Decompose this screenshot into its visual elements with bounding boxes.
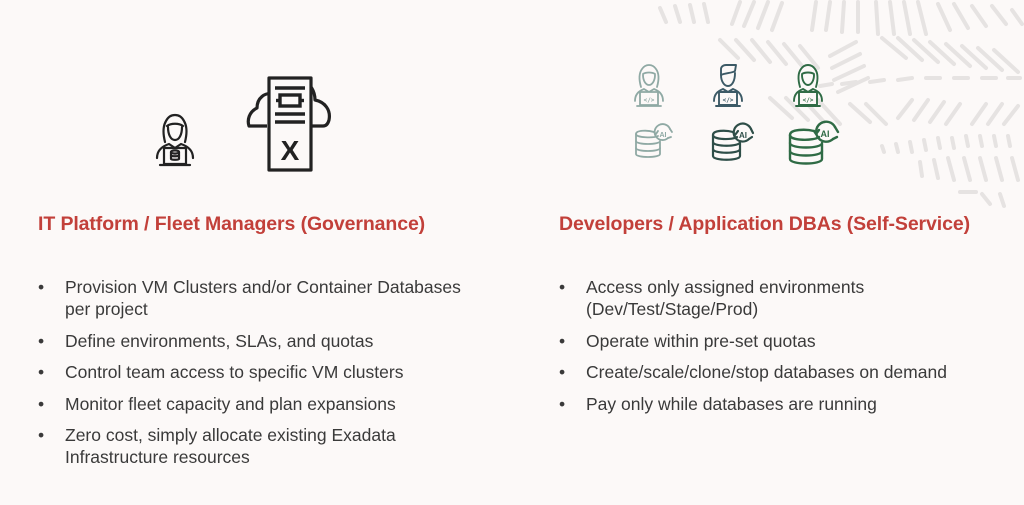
- list-item: •Create/scale/clone/stop databases on de…: [559, 362, 947, 382]
- list-item: •Define environments, SLAs, and quotas: [38, 330, 374, 351]
- list-item: •Zero cost, simply allocate existing Exa…: [38, 425, 396, 467]
- ai-database-icon: AI: [788, 120, 840, 165]
- svg-text:AI: AI: [821, 129, 830, 139]
- bullet-icon: •: [38, 362, 45, 382]
- bullet-icon: •: [559, 277, 566, 297]
- cloud-exadata-server-icon: X: [246, 76, 331, 172]
- ai-database-icon: AI: [711, 122, 755, 161]
- bullet-icon: •: [38, 330, 45, 351]
- list-item: •Access only assigned environments (Dev/…: [559, 277, 865, 319]
- list-item: •Operate within pre-set quotas: [559, 330, 816, 351]
- svg-text:AI: AI: [660, 132, 667, 139]
- list-item: •Control team access to specific VM clus…: [38, 362, 404, 382]
- list-item: •Pay only while databases are running: [559, 393, 877, 414]
- developer-woman-icon: </>: [634, 64, 664, 107]
- svg-text:</>: </>: [803, 97, 814, 104]
- svg-text:</>: </>: [723, 97, 734, 104]
- developer-man-icon: </>: [713, 64, 743, 107]
- bullet-icon: •: [38, 277, 45, 297]
- dba-person-database-icon: [155, 113, 195, 167]
- bullet-icon: •: [38, 393, 45, 414]
- bullet-icon: •: [559, 330, 566, 351]
- governance-bullet-list: •Provision VM Clusters and/or Container …: [38, 276, 465, 478]
- list-item: •Provision VM Clusters and/or Container …: [38, 277, 461, 319]
- developer-woman-icon: </>: [793, 64, 823, 107]
- self-service-heading: Developers / Application DBAs (Self-Serv…: [559, 213, 970, 235]
- svg-text:</>: </>: [644, 97, 655, 104]
- exadata-x-glyph: X: [281, 135, 300, 166]
- bullet-icon: •: [559, 362, 566, 382]
- list-item: •Monitor fleet capacity and plan expansi…: [38, 393, 396, 414]
- self-service-bullet-list: •Access only assigned environments (Dev/…: [559, 276, 1006, 424]
- bullet-icon: •: [38, 425, 45, 445]
- ai-database-icon: AI: [635, 123, 673, 158]
- governance-heading: IT Platform / Fleet Managers (Governance…: [38, 213, 426, 235]
- bullet-icon: •: [559, 393, 566, 414]
- svg-text:AI: AI: [739, 131, 747, 140]
